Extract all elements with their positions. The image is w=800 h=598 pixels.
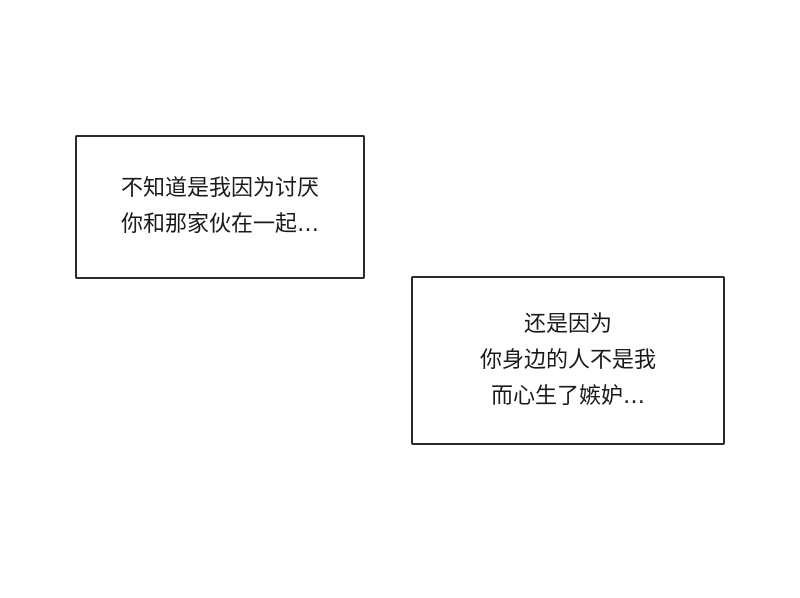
caption-1-line-1: 不知道是我因为讨厌: [120, 176, 319, 201]
caption-2-line-1: 还是因为: [523, 311, 612, 337]
caption-box-1: 不知道是我因为讨厌 你和那家伙在一起…: [75, 135, 365, 279]
caption-1-line-2: 你和那家伙在一起…: [120, 212, 319, 237]
caption-2-line-3: 而心生了嫉妒…: [490, 383, 645, 409]
caption-2-line-2: 你身边的人不是我: [479, 347, 656, 373]
caption-box-2: 还是因为 你身边的人不是我 而心生了嫉妒…: [411, 276, 725, 445]
